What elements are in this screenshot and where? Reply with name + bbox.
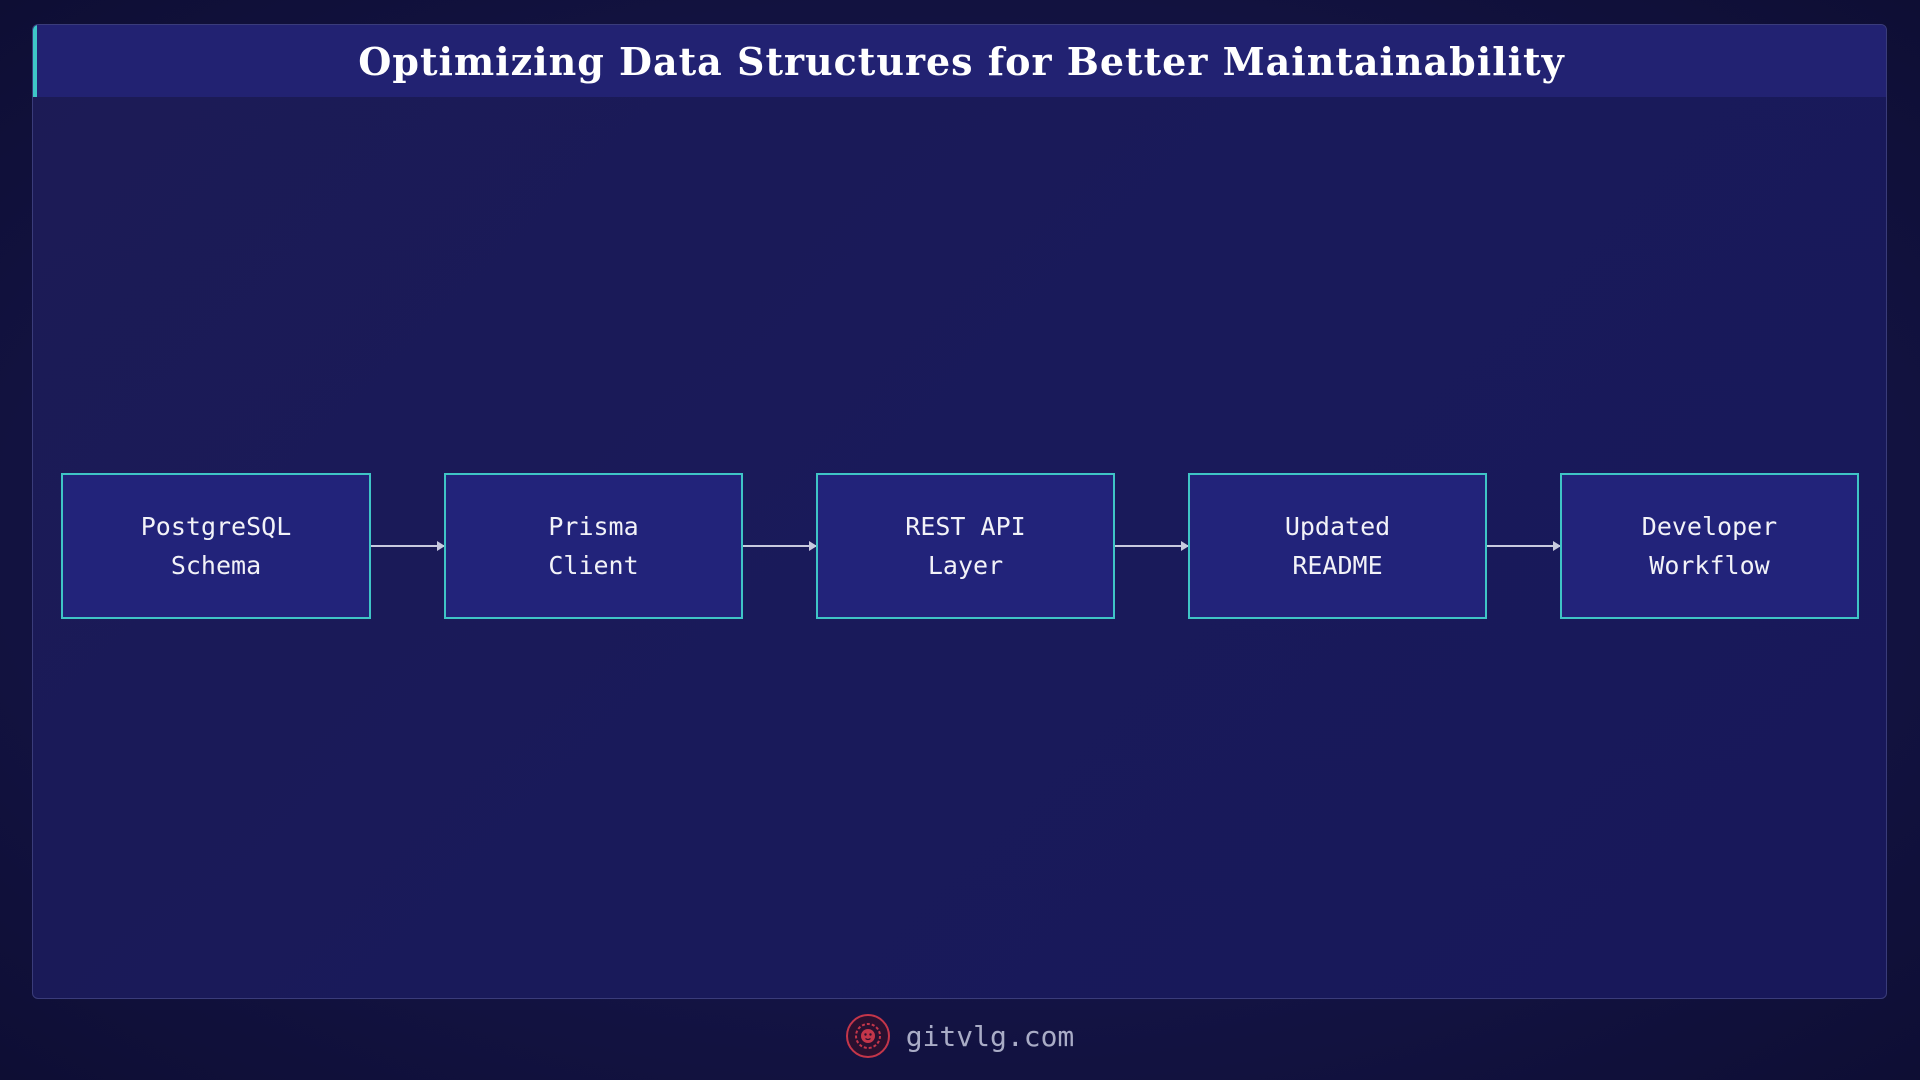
site-link[interactable]: gitvlg.com [905,1019,1075,1053]
node-label: REST API Layer [905,512,1026,580]
footer: gitvlg.com [0,1010,1920,1062]
node-label: Developer Workflow [1641,512,1778,580]
page-title: Optimizing Data Structures for Better Ma… [358,38,1565,84]
node-postgresql-schema: PostgreSQL Schema [61,473,371,619]
node-label: Updated README [1284,512,1391,580]
node-updated-readme: Updated README [1188,473,1487,619]
lion-logo-icon [845,1014,890,1058]
node-developer-workflow: Developer Workflow [1560,473,1859,619]
panel-header: Optimizing Data Structures for Better Ma… [33,25,1886,97]
node-label: PostgreSQL Schema [140,512,292,580]
node-label: Prisma Client [548,512,639,580]
node-prisma-client: Prisma Client [444,473,743,619]
node-rest-api-layer: REST API Layer [816,473,1115,619]
